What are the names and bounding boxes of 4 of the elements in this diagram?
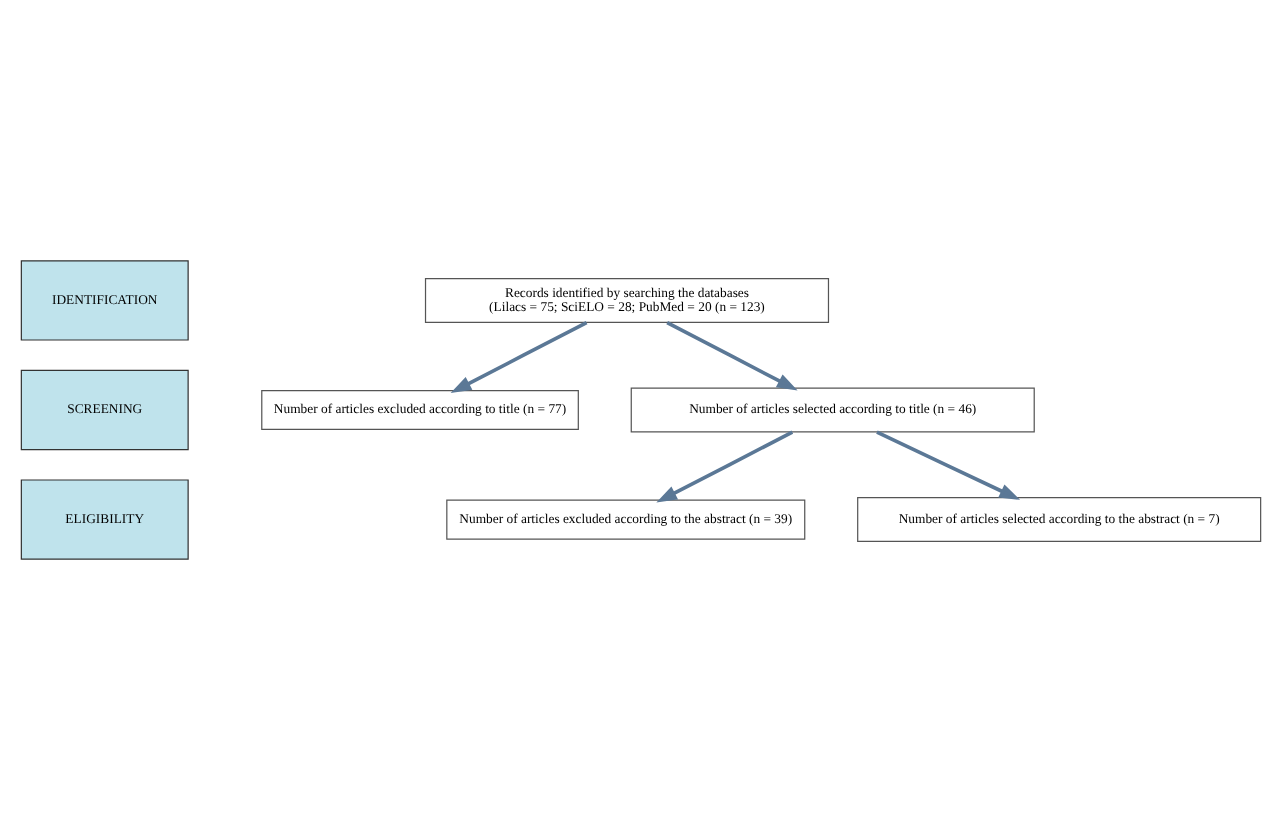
arrow bbox=[666, 320, 798, 391]
arrow bbox=[656, 430, 794, 503]
arrow bbox=[876, 430, 1021, 500]
arrow bbox=[450, 320, 588, 393]
